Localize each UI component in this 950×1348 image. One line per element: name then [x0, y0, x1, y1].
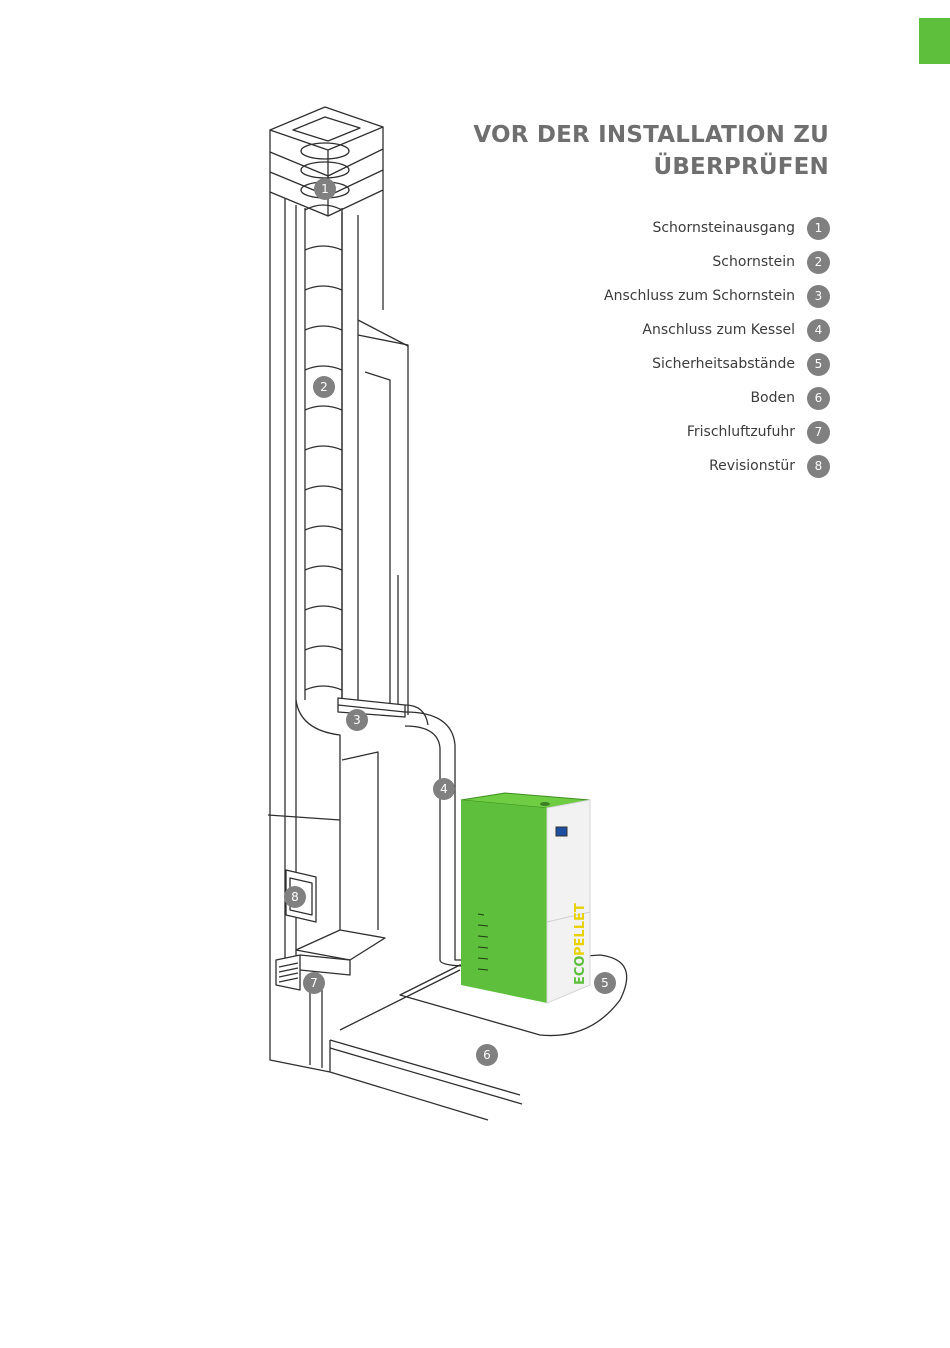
marker-1: 1 [314, 178, 336, 200]
chimney-stack [270, 190, 408, 960]
marker-3: 3 [346, 709, 368, 731]
marker-5: 5 [594, 972, 616, 994]
marker-4: 4 [433, 778, 455, 800]
svg-text:3: 3 [353, 713, 361, 727]
svg-text:1: 1 [321, 182, 329, 196]
flue-liner [305, 205, 342, 700]
svg-text:6: 6 [483, 1048, 491, 1062]
marker-2: 2 [313, 376, 335, 398]
svg-text:4: 4 [440, 782, 448, 796]
svg-text:5: 5 [601, 976, 609, 990]
svg-text:7: 7 [310, 976, 318, 990]
marker-6: 6 [476, 1044, 498, 1066]
pellet-boiler: ECO PELLET [461, 793, 590, 1003]
marker-7: 7 [303, 972, 325, 994]
marker-8: 8 [284, 886, 306, 908]
chimney-connector [268, 698, 428, 960]
fresh-air-intake [276, 930, 385, 990]
boiler-connection-pipe [405, 712, 462, 966]
boiler-brand-pellet: PELLET [573, 903, 588, 956]
svg-text:8: 8 [291, 890, 299, 904]
boiler-control-panel-icon [556, 827, 567, 836]
boiler-brand-eco: ECO [573, 956, 588, 985]
svg-text:2: 2 [320, 380, 328, 394]
